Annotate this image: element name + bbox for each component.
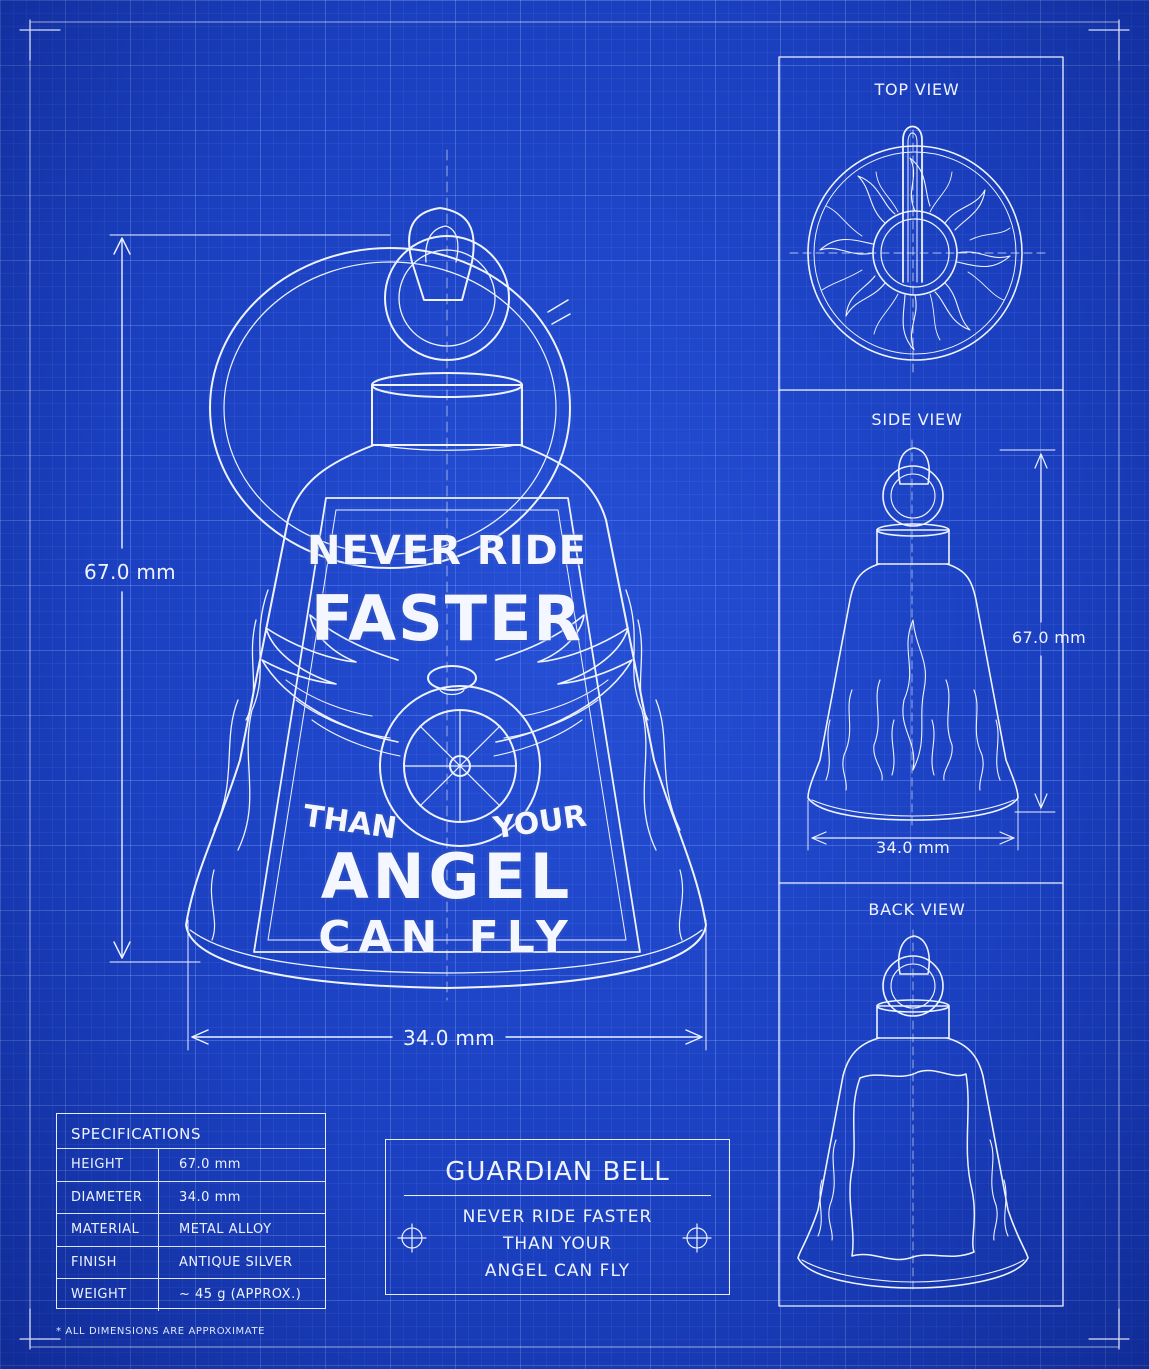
spec-row-material: MATERIAL METAL ALLOY — [57, 1213, 325, 1246]
main-height-label: 67.0 mm — [84, 560, 176, 584]
title-plate: GUARDIAN BELL NEVER RIDE FASTER THAN YOU… — [385, 1139, 730, 1295]
engraving-never-ride: NEVER RIDE — [306, 528, 588, 574]
plate-registration-marks — [397, 1223, 712, 1253]
top-view-title: TOP VIEW — [874, 80, 960, 99]
plate-line: THAN YOUR — [502, 1234, 612, 1254]
spec-value: METAL ALLOY — [179, 1222, 272, 1237]
plate-divider — [404, 1195, 711, 1196]
spec-row-height: HEIGHT 67.0 mm — [57, 1148, 325, 1181]
spec-value: ANTIQUE SILVER — [179, 1254, 293, 1270]
specifications-title: SPECIFICATIONS — [71, 1125, 202, 1143]
spec-label: HEIGHT — [57, 1149, 159, 1181]
top-view-drawing — [789, 125, 1046, 376]
engraving-angel: ANGEL — [320, 840, 574, 913]
back-view-title: BACK VIEW — [868, 900, 966, 919]
spec-row-finish: FINISH ANTIQUE SILVER — [57, 1245, 325, 1278]
specifications-table: SPECIFICATIONS HEIGHT 67.0 mm DIAMETER 3… — [56, 1113, 326, 1311]
engraving-faster: FASTER — [310, 582, 584, 655]
spec-label: DIAMETER — [57, 1181, 159, 1213]
plate-title: GUARDIAN BELL — [445, 1157, 670, 1187]
spec-label: WEIGHT — [57, 1279, 159, 1311]
spec-label: MATERIAL — [57, 1214, 159, 1246]
spec-label: FINISH — [57, 1246, 159, 1278]
spec-value: 67.0 mm — [179, 1157, 241, 1172]
spec-row-diameter: DIAMETER 34.0 mm — [57, 1180, 325, 1213]
engraving-can-fly: CAN FLY — [318, 912, 576, 963]
sheet-frame — [19, 19, 1130, 1350]
spec-value: ~ 45 g (APPROX.) — [179, 1287, 302, 1302]
plate-line: ANGEL CAN FLY — [484, 1261, 631, 1281]
views-panel-frame — [778, 56, 1064, 1307]
main-width-label: 34.0 mm — [403, 1026, 495, 1050]
spec-value: 34.0 mm — [179, 1189, 241, 1205]
side-width-label: 34.0 mm — [876, 838, 950, 857]
plate-line: NEVER RIDE FASTER — [462, 1207, 653, 1227]
side-view-drawing — [807, 439, 1019, 831]
spec-row-weight: WEIGHT ~ 45 g (APPROX.) — [57, 1278, 325, 1311]
side-height-label: 67.0 mm — [1012, 628, 1086, 647]
main-dimension-lines — [109, 234, 707, 1051]
main-bell-drawing — [185, 149, 707, 1001]
back-view-drawing — [797, 929, 1029, 1291]
dimensions-footnote: * ALL DIMENSIONS ARE APPROXIMATE — [56, 1326, 266, 1337]
side-view-title: SIDE VIEW — [871, 410, 963, 429]
side-dimension-lines — [807, 449, 1056, 851]
